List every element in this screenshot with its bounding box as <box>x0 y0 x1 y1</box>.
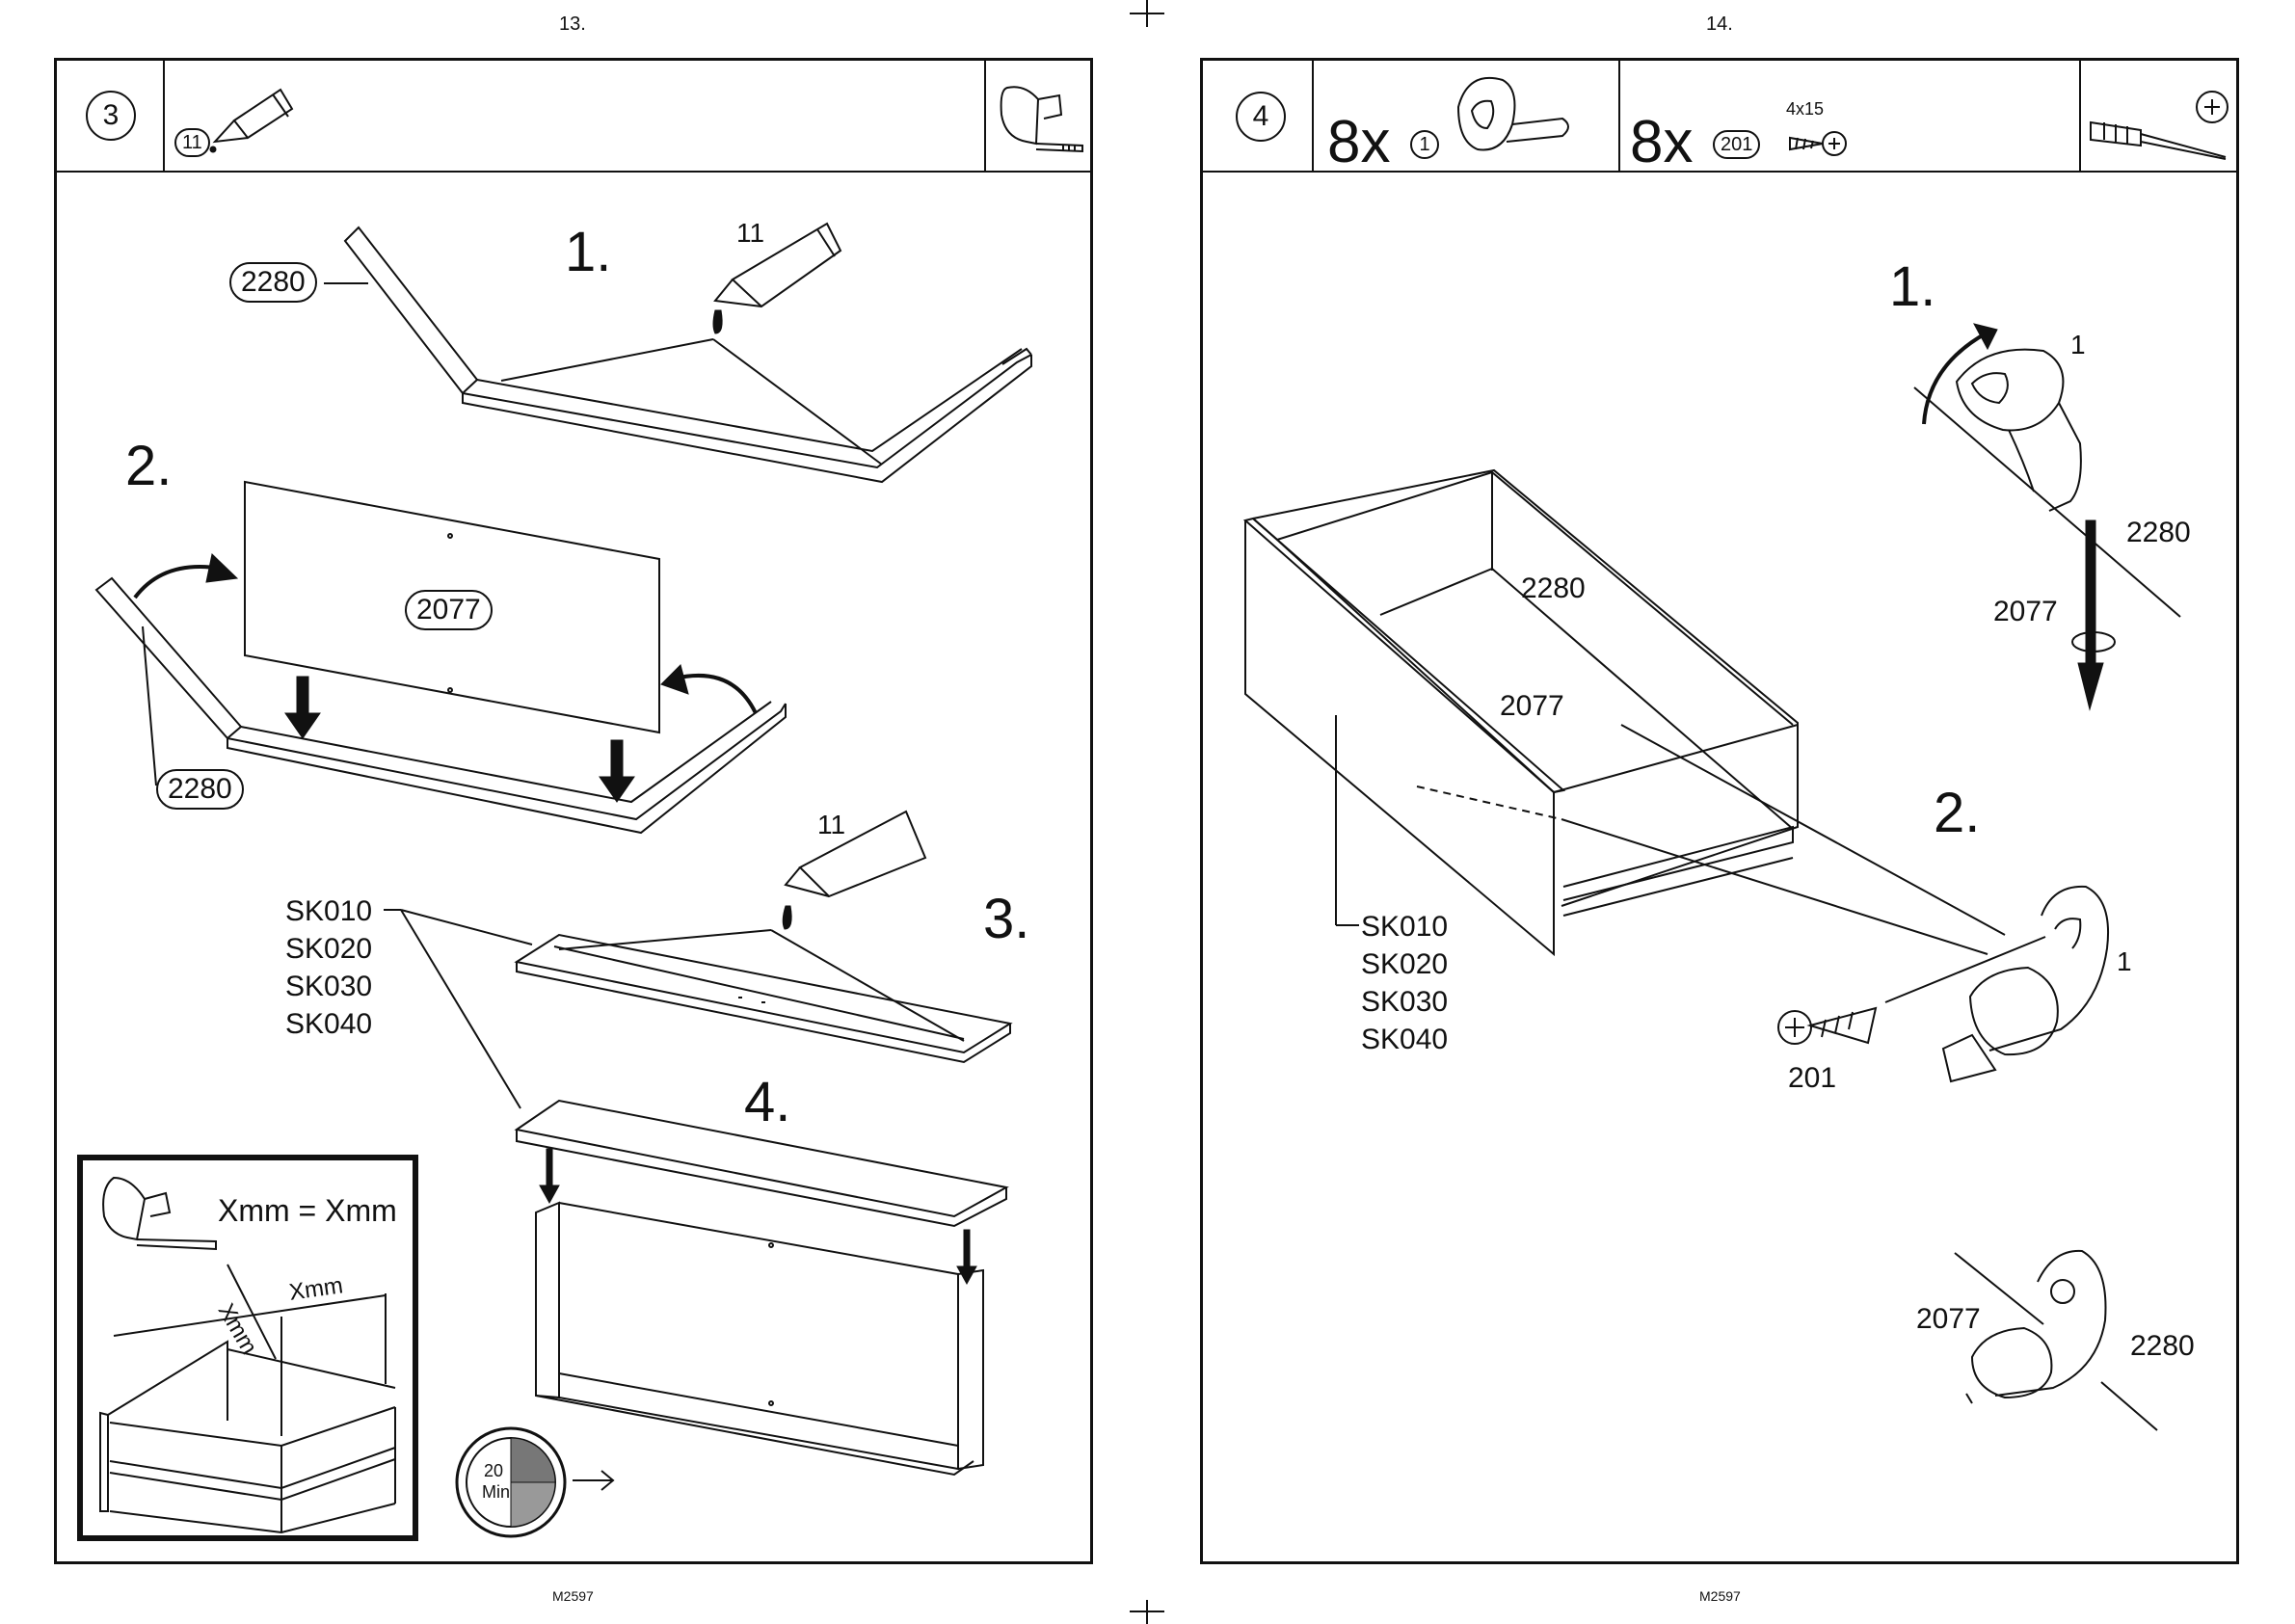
crop-marks <box>0 0 2295 1624</box>
